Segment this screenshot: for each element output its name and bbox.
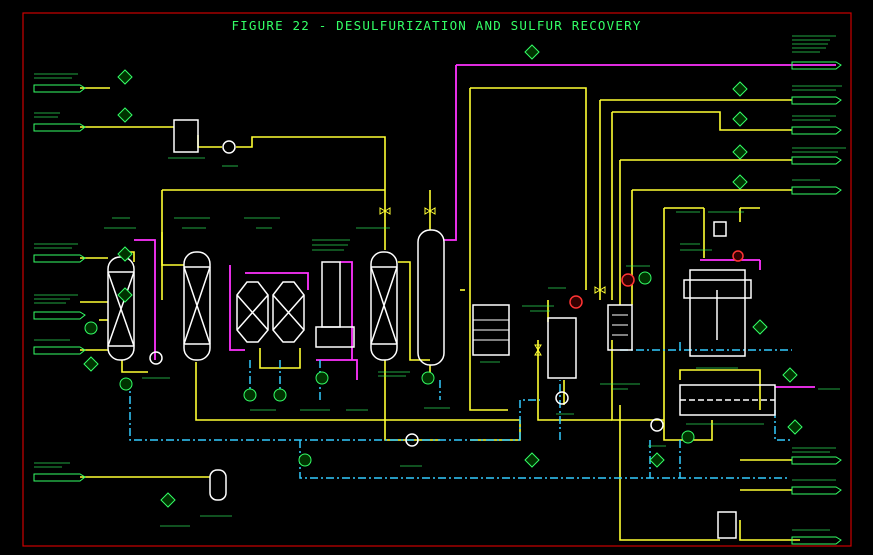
alarm-circles [569, 250, 744, 309]
absorber-column-2 [183, 251, 211, 361]
drain-vessel [209, 469, 227, 501]
twin-reactor-2 [272, 281, 305, 343]
fine-print-marks [34, 35, 846, 531]
separator-vessel [547, 317, 577, 379]
pump-2 [149, 351, 163, 365]
absorber-column-3 [370, 251, 398, 361]
water-lines [129, 340, 792, 479]
relief-box [713, 221, 727, 237]
absorber-column-1 [107, 256, 135, 361]
feed-tank [173, 119, 199, 153]
sulfur-pit [607, 304, 633, 351]
valves [379, 207, 606, 356]
pump-5 [650, 418, 664, 432]
diagram-title: FIGURE 22 - DESULFURIZATION AND SULFUR R… [231, 18, 642, 33]
pump-3 [405, 433, 419, 447]
instrument-circles [84, 271, 695, 467]
pump-4 [555, 391, 569, 405]
twin-reactor-1 [236, 281, 269, 343]
equipment [107, 119, 776, 539]
large-reactor [689, 269, 746, 357]
feed-pump [222, 140, 236, 154]
bottom-tank [717, 511, 737, 539]
condenser-box [315, 326, 355, 348]
condenser-unit [321, 261, 341, 328]
regenerator-column [417, 229, 445, 366]
steam-lines [134, 64, 836, 388]
diagram-border [22, 12, 852, 547]
process-lines [80, 87, 800, 541]
instrument-tags [83, 44, 803, 508]
stream-label-boxes [33, 61, 842, 545]
